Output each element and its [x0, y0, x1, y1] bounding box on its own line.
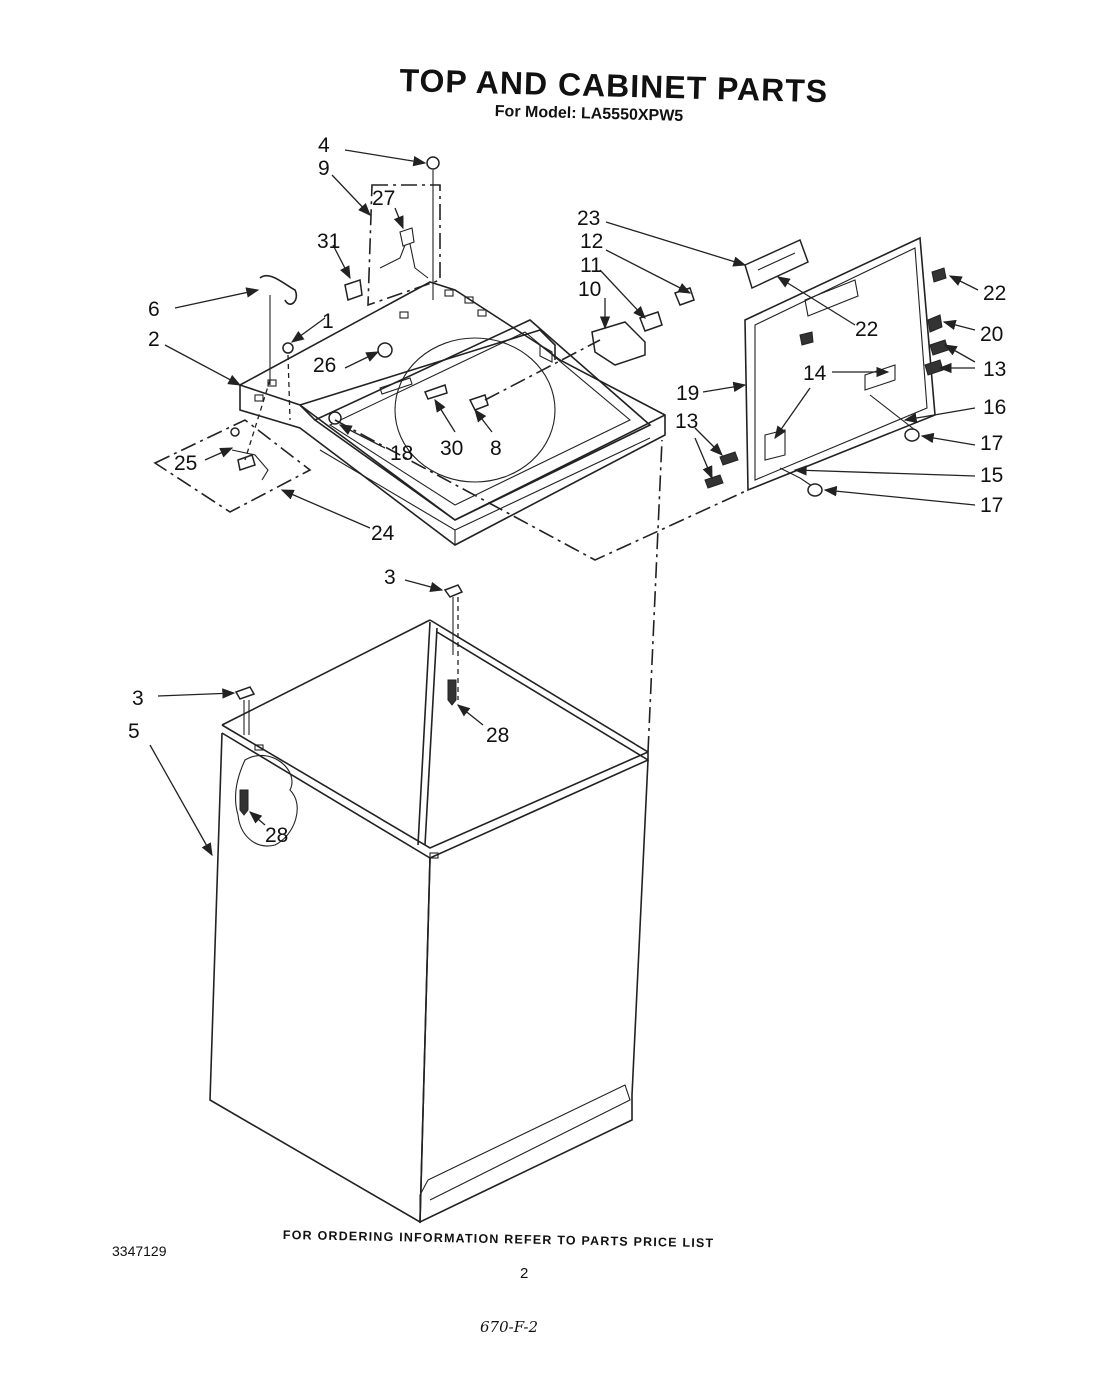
cabinet: [209, 619, 649, 1224]
assembly-line-hinge: [334, 419, 749, 561]
callout-10: 10: [578, 278, 601, 301]
callout-6: 6: [148, 298, 160, 321]
callout-28-upper: 28: [486, 724, 509, 747]
callout-11: 11: [580, 254, 602, 277]
callout-4: 4: [318, 134, 330, 157]
callout-1: 1: [322, 310, 334, 333]
callout-2: 2: [148, 328, 160, 351]
callout-22-top: 22: [983, 282, 1006, 305]
callout-18: 18: [390, 442, 413, 465]
callout-17-bottom: 17: [980, 494, 1003, 517]
callout-8: 8: [490, 437, 502, 460]
callout-30: 30: [440, 437, 463, 460]
callout-26: 26: [313, 354, 336, 377]
callout-12: 12: [580, 230, 603, 253]
callout-19: 19: [676, 382, 699, 405]
callout-20: 20: [980, 323, 1003, 346]
callout-24: 24: [371, 522, 395, 545]
cabinet-clips: [234, 584, 464, 735]
callout-13-left: 13: [675, 410, 698, 433]
callout-16: 16: [983, 396, 1006, 419]
callout-5: 5: [128, 720, 140, 743]
callout-27: 27: [372, 187, 395, 210]
callout-15: 15: [980, 464, 1003, 487]
callout-14: 14: [803, 362, 827, 385]
handwritten-note: 670-F-2: [480, 1318, 539, 1336]
console-back-panel: [744, 236, 936, 492]
callout-22-mid: 22: [855, 318, 878, 341]
callout-13-right: 13: [983, 358, 1006, 381]
top-panel: [239, 281, 666, 546]
console-decal: [744, 238, 809, 290]
callout-3-upper: 3: [384, 566, 396, 589]
callout-31: 31: [317, 230, 340, 253]
assembly-line-cabinet: [647, 439, 663, 753]
small-parts: [153, 156, 949, 513]
callout-17-top: 17: [980, 432, 1003, 455]
callout-labels: 4 9 27 31 6 1 2 26 30 8 18 25 24 23 12 1…: [128, 134, 1006, 847]
callout-25: 25: [174, 452, 197, 475]
document-number: 3347129: [112, 1243, 167, 1259]
callout-3-lower: 3: [132, 687, 144, 710]
callout-28-lower: 28: [265, 824, 288, 847]
page-number: 2: [520, 1265, 529, 1282]
callout-9: 9: [318, 157, 330, 180]
callout-23: 23: [577, 207, 600, 230]
